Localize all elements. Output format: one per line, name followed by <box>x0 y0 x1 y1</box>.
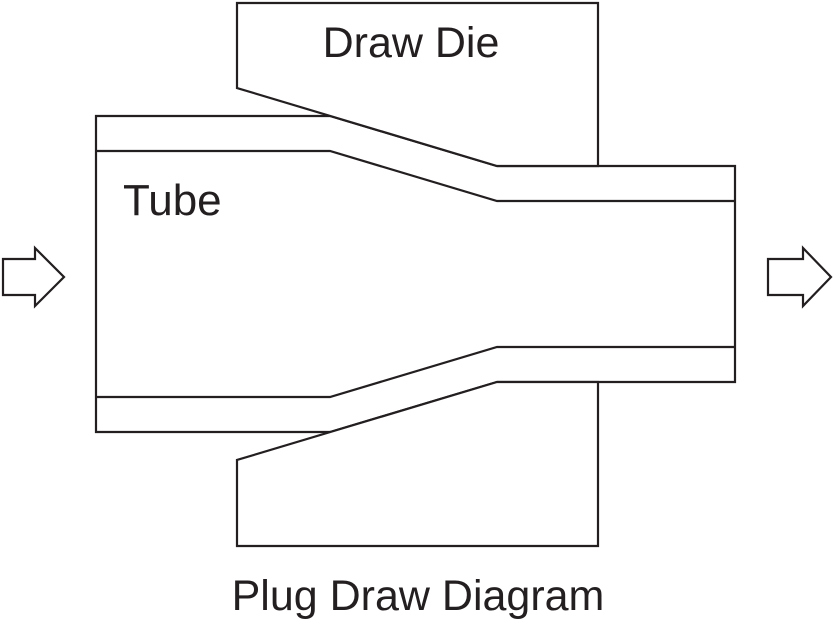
diagram-caption: Plug Draw Diagram <box>232 572 605 620</box>
draw-die-lower-shape <box>235 380 600 548</box>
flow-arrow-left-icon <box>1 245 66 309</box>
tube-inner-wall-bottom <box>96 345 735 399</box>
tube-outer-profile <box>94 114 737 434</box>
draw-die-label: Draw Die <box>323 19 500 67</box>
tube-label: Tube <box>123 176 222 225</box>
tube-inner-wall-top <box>96 149 735 203</box>
flow-arrow-right-icon <box>766 245 833 309</box>
draw-die-upper-shape <box>235 1 600 168</box>
